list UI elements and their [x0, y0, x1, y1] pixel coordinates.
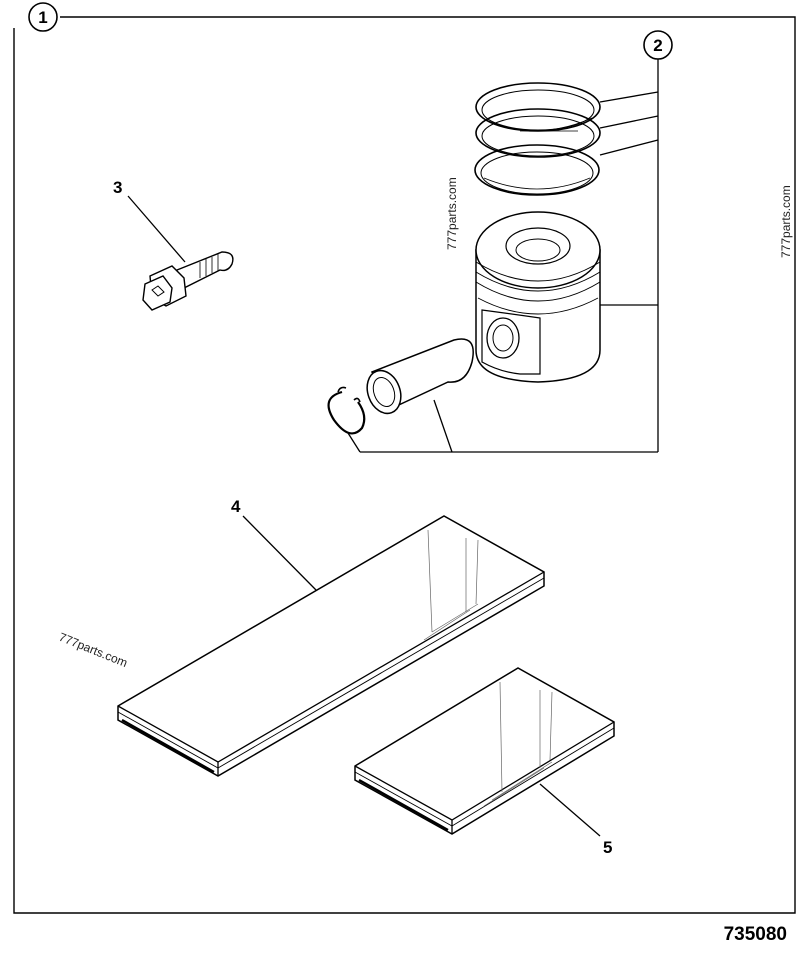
callout-5-label: 5	[603, 838, 612, 857]
callout-1-label: 1	[38, 8, 47, 27]
gasket-large	[117, 515, 545, 777]
callout-4[interactable]: 4	[231, 497, 241, 516]
piston-ring-middle	[475, 108, 601, 158]
frame-border	[13, 16, 796, 914]
figure-id: 735080	[724, 924, 787, 945]
bolt	[142, 251, 234, 311]
piston-pin	[366, 338, 474, 415]
watermark-text: 777parts.com	[57, 630, 130, 670]
callout-2[interactable]: 2	[643, 30, 673, 60]
callout-3-leader	[127, 195, 186, 263]
circlip	[327, 386, 366, 435]
callout-5[interactable]: 5	[603, 838, 612, 857]
piston	[475, 211, 601, 383]
callout-5-leader	[539, 783, 601, 837]
callout-4-label: 4	[231, 497, 241, 516]
callout-3-label: 3	[113, 178, 122, 197]
watermark-text: 777parts.com	[445, 177, 459, 250]
callout-2-leader-lines	[347, 59, 659, 453]
gasket-small	[354, 667, 615, 835]
callout-1[interactable]: 1	[28, 2, 58, 32]
callout-3[interactable]: 3	[113, 178, 122, 197]
watermark-text: 777parts.com	[779, 185, 793, 258]
piston-ring-oil	[474, 144, 600, 196]
callout-4-leader	[242, 515, 317, 591]
callout-2-label: 2	[653, 36, 662, 55]
